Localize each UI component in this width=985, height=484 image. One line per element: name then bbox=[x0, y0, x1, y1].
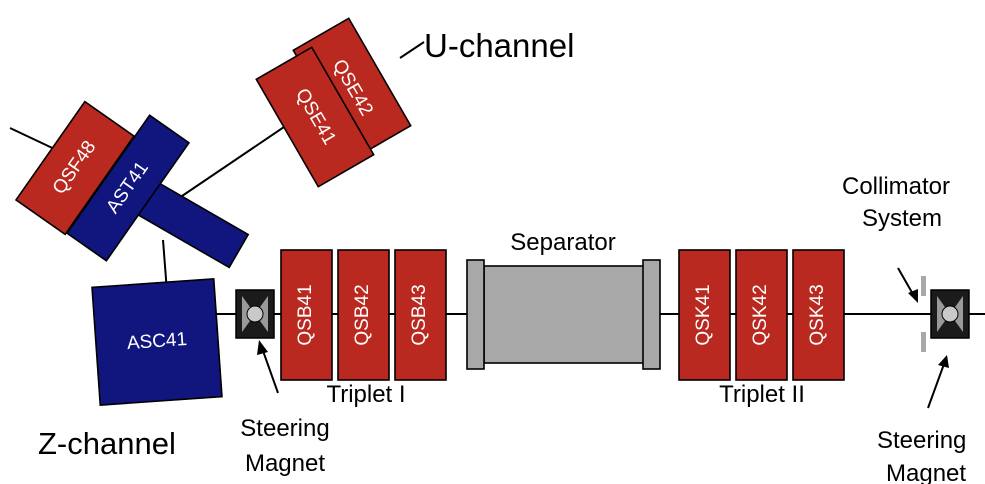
magnet-qsb43: QSB43 bbox=[394, 249, 447, 381]
magnet-qse41: QSE41 bbox=[255, 46, 375, 188]
magnet-asc41: ASC41 bbox=[91, 278, 223, 406]
label-collimator-line1: Collimator bbox=[842, 173, 950, 200]
magnet-qsb42: QSB42 bbox=[337, 249, 390, 381]
magnet-qsk42: QSK42 bbox=[735, 249, 788, 381]
magnet-qsb41: QSB41 bbox=[280, 249, 333, 381]
magnet-qsf48: QSF48 bbox=[14, 100, 136, 236]
steering-magnet-left bbox=[235, 289, 275, 339]
magnet-label-qsb42: QSB42 bbox=[352, 284, 373, 345]
arrow-steering-left bbox=[257, 340, 279, 394]
label-triplet-2: Triplet II bbox=[719, 381, 805, 408]
magnet-label-qsk42: QSK42 bbox=[750, 284, 771, 345]
label-triplet-1: Triplet I bbox=[326, 381, 405, 408]
magnet-label-qsk43: QSK43 bbox=[807, 284, 828, 345]
magnet-label-qsb41: QSB41 bbox=[295, 284, 316, 345]
collimator-jaws bbox=[921, 276, 926, 352]
label-steering-right-line1: Steering bbox=[877, 427, 966, 454]
label-z-channel: Z-channel bbox=[38, 426, 176, 461]
label-steering-left-line2: Magnet bbox=[245, 450, 325, 477]
steering-magnet-right bbox=[930, 289, 970, 339]
magnet-qsk41: QSK41 bbox=[678, 249, 731, 381]
magnet-qsk43: QSK43 bbox=[792, 249, 845, 381]
label-steering-left-line1: Steering bbox=[240, 415, 329, 442]
label-steering-right-line2: Magnet bbox=[886, 460, 966, 484]
beamline-u-channel-pointer bbox=[399, 41, 425, 59]
label-separator: Separator bbox=[510, 229, 615, 256]
magnet-label-asc41: ASC41 bbox=[126, 329, 188, 354]
magnet-label-qsk41: QSK41 bbox=[693, 284, 714, 345]
separator bbox=[466, 259, 661, 370]
label-collimator-line2: System bbox=[862, 205, 942, 232]
arrow-steering-right bbox=[927, 355, 949, 409]
arrow-collimator bbox=[897, 267, 918, 303]
magnet-label-qsb43: QSB43 bbox=[409, 284, 430, 345]
label-u-channel: U-channel bbox=[424, 27, 574, 64]
